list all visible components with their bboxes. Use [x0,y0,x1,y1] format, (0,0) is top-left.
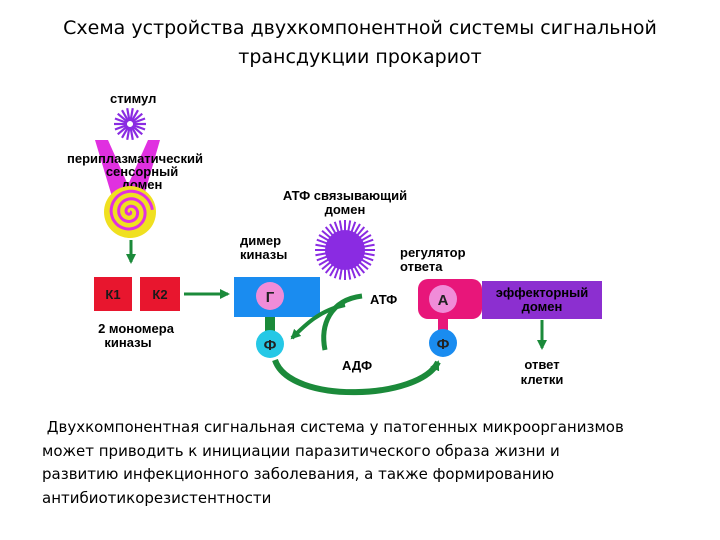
phosphate-right-label: Ф [437,336,450,353]
stimulus-burst-icon [114,108,146,140]
response-label-line-2: клетки [521,372,564,387]
g-domain-circle [256,282,284,310]
atp-adp-curve-arrow [321,293,363,351]
effector-label-line-1: эффекторный [496,285,589,300]
monomers-label-line-1: 2 мономера [98,321,175,336]
title-line-1: Схема устройства двухкомпонентной систем… [63,17,657,39]
k1-label: К1 [105,287,120,302]
caption-line-4: антибиотикорезистентности [42,488,272,507]
caption-line-3: развитию инфекционного заболевания, а та… [42,465,555,483]
atp-binding-label-line-2: домен [325,202,366,217]
k1-box [94,277,132,311]
adp-label: АДФ [342,358,372,373]
effector-domain-box [482,281,602,319]
title-line-2: трансдукции прокариот [238,46,482,68]
slide-title: Схема устройства двухкомпонентной систем… [20,14,700,72]
g-domain-label: Г [266,289,275,306]
phosphate-right-circle [429,329,457,357]
atp-binding-label-line-1: АТФ связывающий [283,188,407,203]
dimer-label-line-2: киназы [240,247,287,262]
spiral-sensor-icon [104,186,156,238]
atp-label: АТФ [370,292,397,307]
dimer-label-line-1: димер [240,233,281,248]
a-domain-circle [429,285,457,313]
effector-label-line-2: домен [522,299,563,314]
phosphate-left-circle [256,330,284,358]
phosphate-left-label: Ф [264,337,277,354]
atp-to-phosphate-arrow [290,303,346,340]
response-label-line-1: ответ [524,357,559,372]
caption-line-1: Двухкомпонентная сигнальная система у па… [42,418,624,436]
regulator-label-line-2: ответа [400,259,443,274]
sensor-label-line-2: сенсорный [106,164,178,179]
phosphotransfer-arrow [272,358,441,396]
k2-box [140,277,180,311]
stimulus-label: стимул [110,91,156,106]
a-domain-label: А [438,292,449,309]
monomers-label-line-2: киназы [104,335,151,350]
kinase-stem [265,317,275,331]
regulator-label-line-1: регулятор [400,245,466,260]
regulator-stem [438,319,448,331]
k2-label: К2 [152,287,167,302]
atp-binding-domain-icon [315,220,375,280]
caption-line-2: может приводить к инициации паразитическ… [42,441,560,460]
caption-paragraph: Двухкомпонентная сигнальная система у па… [42,416,682,510]
sensor-label-line-1: периплазматический [67,151,203,166]
